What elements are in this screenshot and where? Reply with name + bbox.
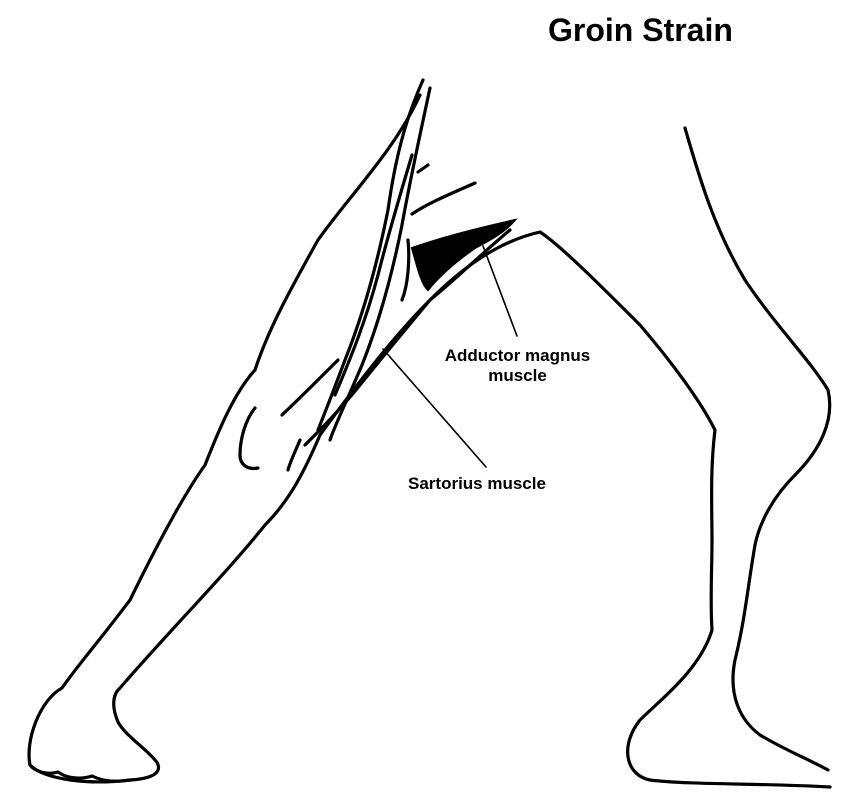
- adductor-magnus-strain: [412, 220, 515, 290]
- sartorius-muscle-label: Sartorius muscle: [408, 474, 546, 494]
- groin-mark-1: [418, 165, 428, 172]
- knee-detail-1: [240, 408, 258, 468]
- adductor-leader-line: [483, 246, 517, 336]
- left-leg-outer-contour: [29, 95, 830, 787]
- adductor-label-line1: Adductor magnus: [420, 346, 615, 366]
- adductor-label-line2: muscle: [420, 366, 615, 386]
- right-leg-outer-contour: [685, 128, 830, 770]
- left-foot-toes: [30, 765, 130, 781]
- groin-mark-2: [412, 183, 475, 214]
- knee-detail-2: [288, 440, 300, 470]
- diagram-title: Groin Strain: [548, 12, 733, 49]
- adductor-magnus-label: Adductor magnus muscle: [420, 346, 615, 386]
- groin-mark-3: [402, 240, 409, 300]
- knee-detail-3: [282, 360, 338, 415]
